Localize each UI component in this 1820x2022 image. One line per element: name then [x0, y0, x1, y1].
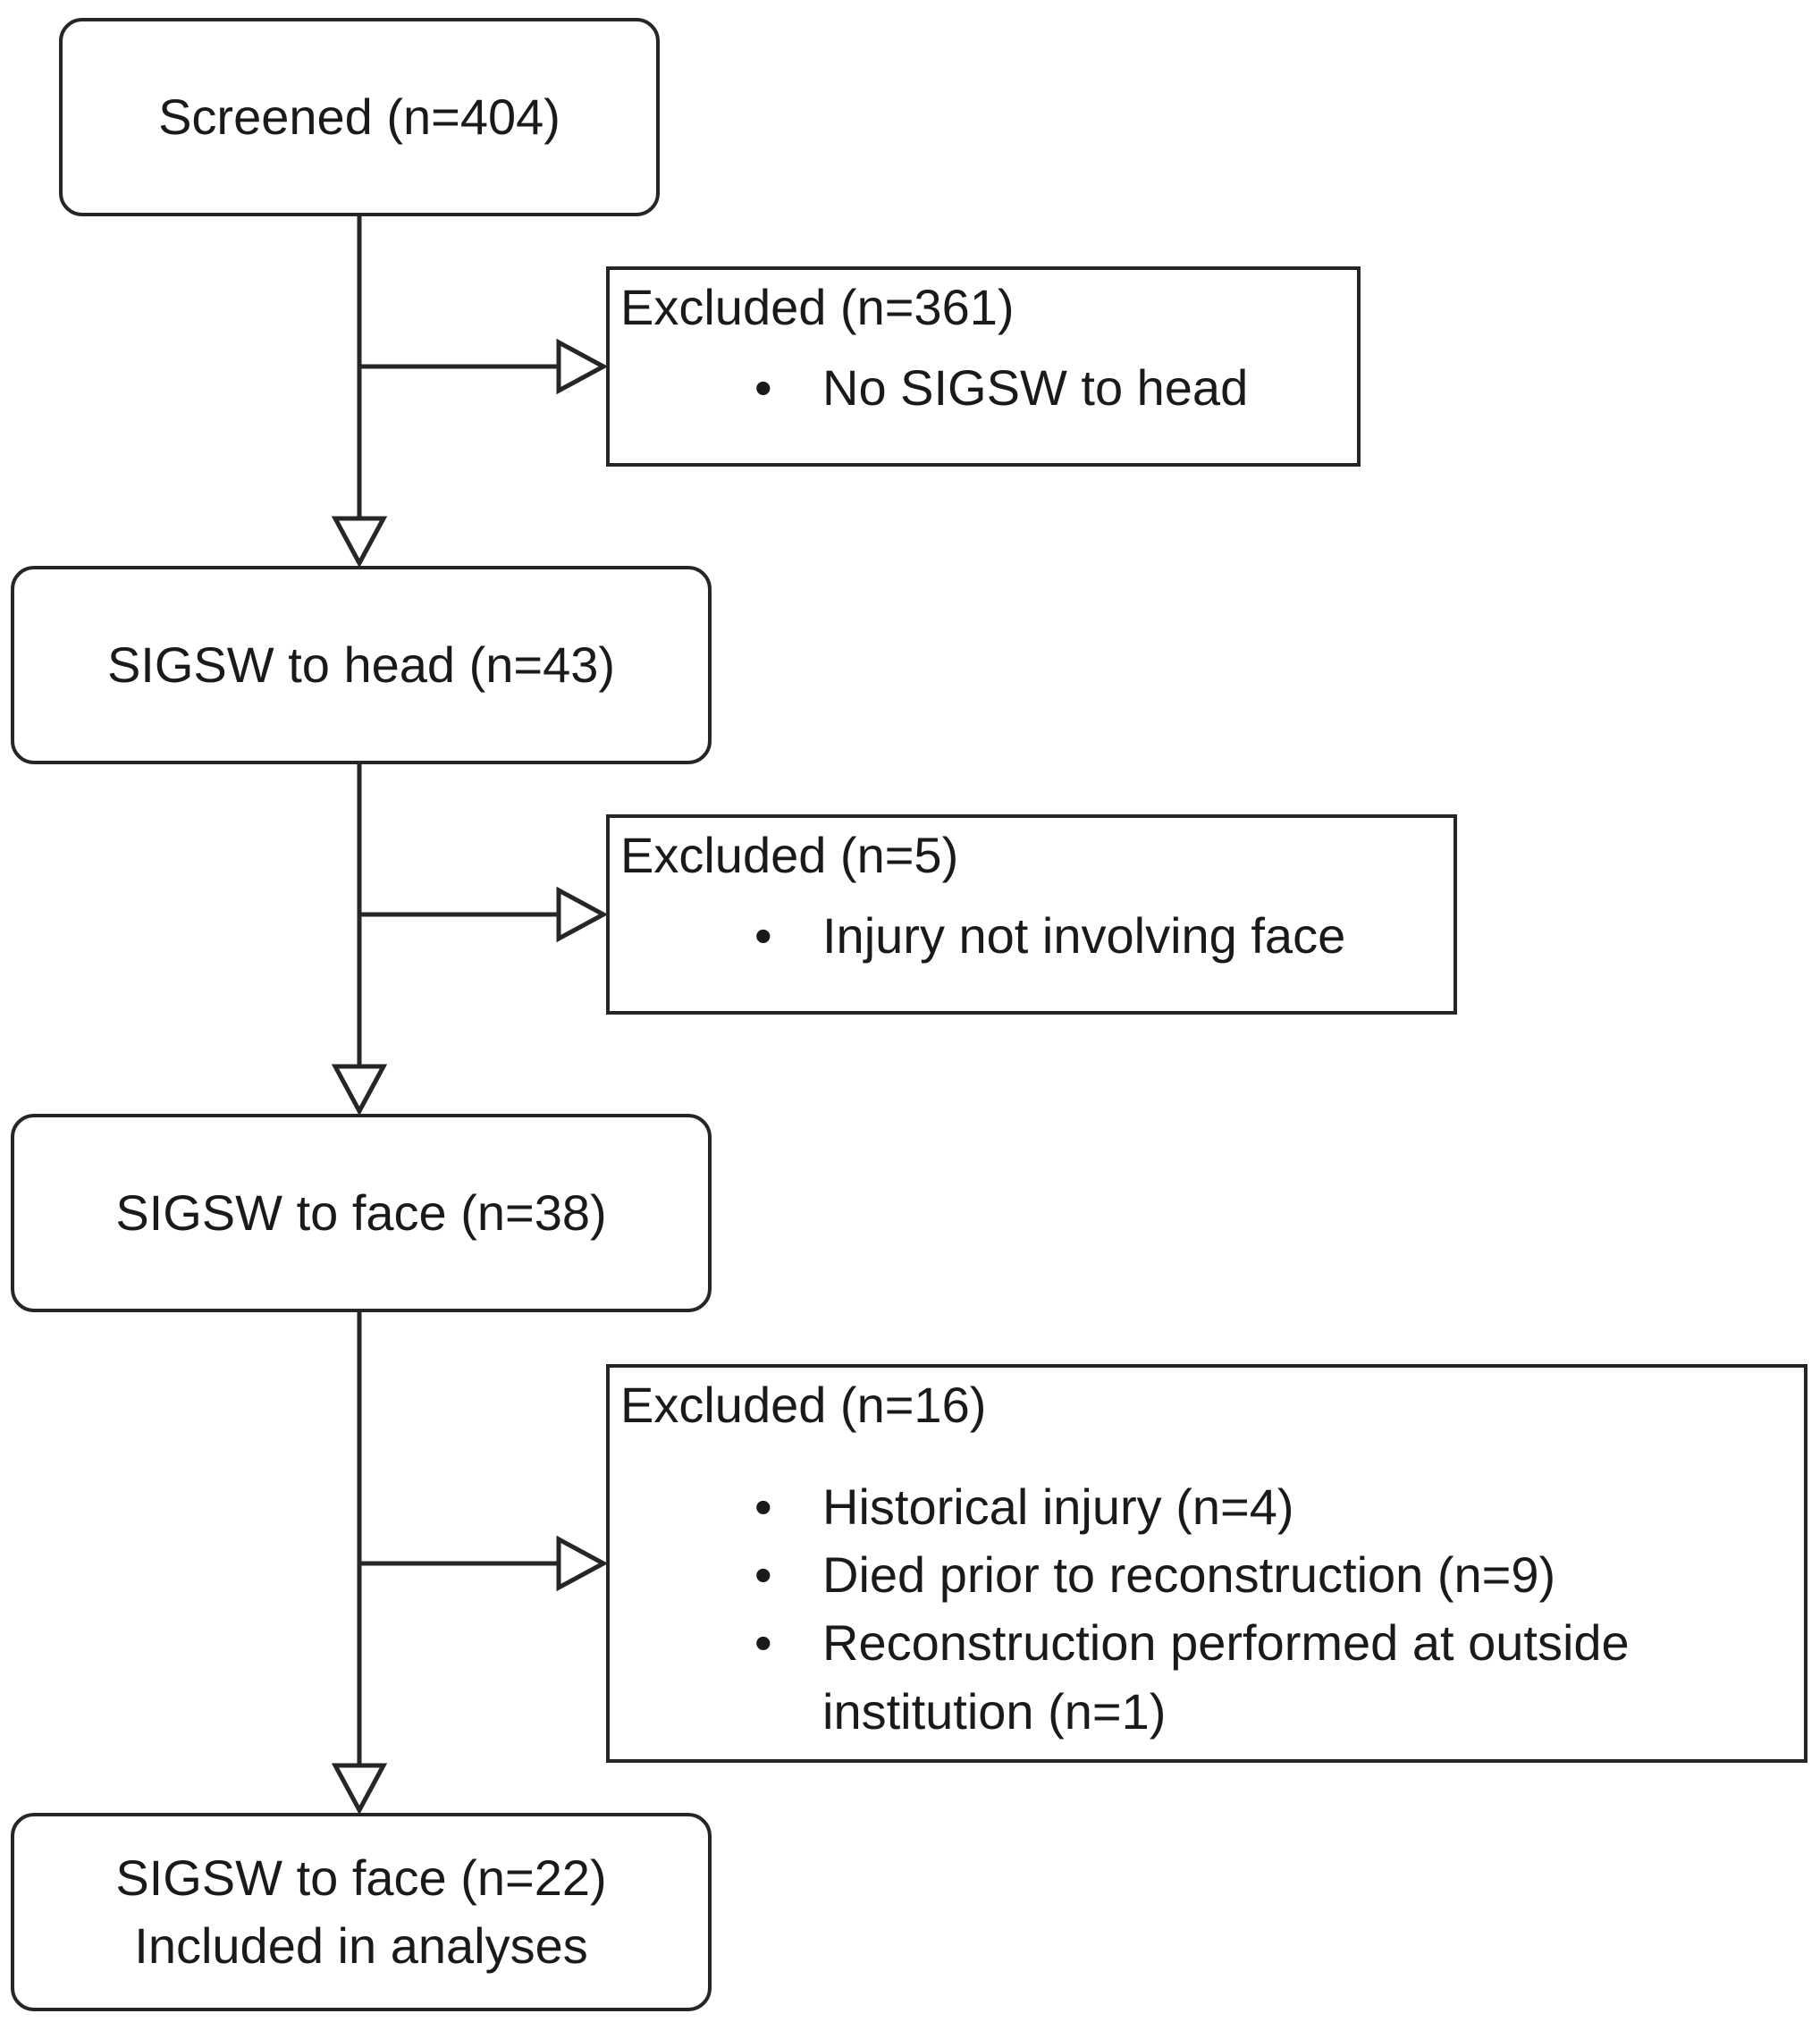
- excluded-item: Injury not involving face: [754, 902, 1453, 970]
- sigsw-head-label: SIGSW to head (n=43): [106, 636, 616, 694]
- excluded-box-1: Excluded (n=361) No SIGSW to head: [606, 266, 1361, 467]
- excluded-box-3: Excluded (n=16) Historical injury (n=4) …: [606, 1364, 1807, 1763]
- final-label-line2: Included in analyses: [134, 1917, 588, 1974]
- excluded-list-2: Injury not involving face: [620, 902, 1453, 970]
- excluded-list-1: No SIGSW to head: [620, 354, 1357, 422]
- arrowhead-right-2: [556, 886, 609, 943]
- sigsw-head-box: SIGSW to head (n=43): [11, 566, 712, 764]
- excluded-box-2: Excluded (n=5) Injury not involving face: [606, 814, 1457, 1015]
- excluded-title-3: Excluded (n=16): [620, 1377, 987, 1433]
- final-label-line1: SIGSW to face (n=22): [115, 1849, 607, 1907]
- sigsw-face-label: SIGSW to face (n=38): [115, 1184, 607, 1242]
- excluded-item: Historical injury (n=4): [754, 1473, 1804, 1541]
- arrowhead-right-3: [556, 1535, 609, 1592]
- excluded-item: Died prior to reconstruction (n=9): [754, 1541, 1804, 1609]
- arrowhead-right-1: [556, 338, 609, 395]
- sigsw-face-box: SIGSW to face (n=38): [11, 1114, 712, 1312]
- final-included-box: SIGSW to face (n=22) Included in analyse…: [11, 1813, 712, 2011]
- excluded-title-1: Excluded (n=361): [620, 279, 1015, 335]
- arrowhead-down-2: [331, 1064, 388, 1116]
- excluded-item: Reconstruction performed at outside inst…: [754, 1609, 1804, 1745]
- excluded-list-3: Historical injury (n=4) Died prior to re…: [620, 1473, 1804, 1746]
- screened-box: Screened (n=404): [59, 18, 660, 216]
- arrowhead-down-3: [331, 1763, 388, 1816]
- excluded-title-2: Excluded (n=5): [620, 827, 959, 883]
- arrowhead-down-1: [331, 516, 388, 569]
- excluded-item: No SIGSW to head: [754, 354, 1357, 422]
- screened-label: Screened (n=404): [158, 88, 560, 146]
